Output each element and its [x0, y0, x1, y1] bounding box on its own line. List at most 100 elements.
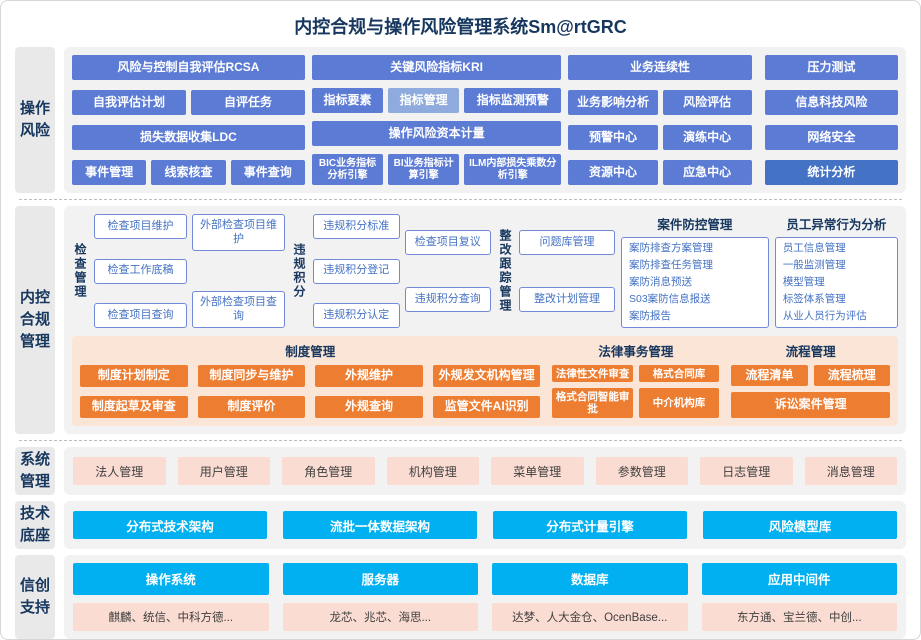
vendor-list: 东方通、宝兰德、中创... — [701, 602, 897, 631]
feature-item: 案防排查方案管理 — [629, 242, 713, 254]
module-block: 法律性文件审查 — [552, 365, 633, 383]
xinchuang-support-section: 信创支持 操作系统 服务器 数据库 应用中间件 麒麟、统信、中科方德... 龙芯… — [15, 555, 906, 639]
inspection-col-1: 检查项目维护 检查工作底稿 检查项目查询 — [94, 214, 187, 328]
feature-item: 模型管理 — [782, 276, 825, 289]
module-block: 指标要素 — [311, 88, 384, 113]
section-label-text: 系统管理 — [19, 451, 50, 490]
internal-control-panel: 检查管理 检查项目维护 检查工作底稿 检查项目查询 外部检查项目维护 外部检查项… — [64, 206, 906, 434]
module-block: 预警中心 — [568, 125, 658, 150]
module-block: 中介机构库 — [638, 388, 720, 418]
module-block: BI业务指标计算引擎 — [388, 154, 460, 185]
category-header: 操作系统 — [73, 563, 269, 595]
operational-risk-panel: 风险与控制自我评估RCSA 自我评估计划 自评任务 损失数据收集LDC 事件管理… — [64, 47, 906, 193]
module-block: 日志管理 — [700, 457, 793, 485]
section-label-xinchuang-support: 信创支持 — [15, 555, 55, 639]
category-header: 服务器 — [282, 563, 478, 595]
case-prevention-listbox: 案防排查方案管理 案防排查任务管理 案防消息预送 S03案防信息报送 案防报告 — [621, 237, 769, 328]
module-block: 统计分析 — [764, 160, 898, 185]
legal-buttons-grid: 法律性文件审查 格式合同库 格式合同智能审批 中介机构库 — [552, 365, 720, 418]
module-block: 外规维护 — [315, 365, 423, 387]
module-block: 监管文件AI识别 — [432, 396, 541, 418]
vendor-list: 龙芯、兆芯、海思... — [282, 602, 478, 631]
compliance-modules-row: 检查管理 检查项目维护 检查工作底稿 检查项目查询 外部检查项目维护 外部检查项… — [72, 214, 898, 328]
module-block: 参数管理 — [595, 457, 688, 485]
section-label-tech-base: 技术底座 — [15, 501, 55, 549]
feature-item: S03案防信息报送 — [629, 293, 711, 306]
process-management-group: 流程管理 流程清单 流程梳理 诉讼案件管理 — [731, 341, 890, 418]
module-block: 应急中心 — [662, 160, 752, 185]
module-block: 流批一体数据架构 — [283, 511, 477, 539]
vendor-list: 达梦、人大金仓、OcenBase... — [492, 602, 688, 631]
module-block: 信息科技风险 — [764, 90, 898, 115]
feature-chip: 问题库管理 — [519, 230, 615, 255]
module-block: 关键风险指标KRI — [311, 55, 562, 80]
module-block: 制度评价 — [197, 396, 306, 418]
tech-base-section: 技术底座 分布式技术架构 流批一体数据架构 分布式计量引擎 风险模型库 — [15, 501, 906, 549]
module-block: 用户管理 — [177, 457, 270, 485]
dashed-divider — [19, 199, 902, 200]
internal-control-section: 内控合规管理 检查管理 检查项目维护 检查工作底稿 检查项目查询 外部检查项目维… — [15, 206, 906, 434]
module-block: 事件查询 — [230, 160, 305, 185]
rectification-group: 整改跟踪管理 问题库管理 整改计划管理 — [497, 214, 615, 328]
feature-chip: 检查工作底稿 — [94, 258, 187, 284]
module-block: 损失数据收集LDC — [72, 125, 305, 150]
business-continuity-group: 业务连续性 业务影响分析 风险评估 预警中心 演练中心 资源中心 应急中心 — [568, 55, 752, 185]
module-block: 分布式技术架构 — [73, 511, 267, 539]
feature-item: 一般监测管理 — [782, 259, 846, 272]
violation-score-group: 违规积分 违规积分标准 违规积分登记 违规积分认定 检查项目复议 违规积分查询 — [291, 214, 491, 328]
stress-test-group: 压力测试 信息科技风险 网络安全 统计分析 — [764, 55, 898, 185]
system-management-panel: 法人管理 用户管理 角色管理 机构管理 菜单管理 参数管理 日志管理 消息管理 — [64, 447, 906, 495]
module-block: 格式合同智能审批 — [552, 388, 633, 418]
feature-item: 员工信息管理 — [782, 242, 846, 254]
module-block: 菜单管理 — [491, 457, 584, 485]
group-title-case-prevention: 案件防控管理 — [657, 218, 733, 232]
module-block: 业务影响分析 — [568, 90, 658, 115]
feature-item: 案防排查任务管理 — [629, 259, 713, 272]
feature-chip: 外部检查项目维护 — [192, 214, 285, 251]
feature-chip: 违规积分认定 — [313, 303, 400, 328]
module-block: 线索核查 — [151, 160, 226, 185]
feature-chip: 违规积分标准 — [313, 214, 400, 239]
module-block: 资源中心 — [568, 160, 658, 185]
group-title-process-management: 流程管理 — [785, 345, 836, 359]
feature-chip: 违规积分登记 — [313, 258, 400, 284]
module-block: 分布式计量引擎 — [493, 511, 687, 539]
feature-item: 案防报告 — [629, 310, 671, 323]
section-label-operational-risk: 操作风险 — [15, 47, 55, 193]
module-block: 操作风险资本计量 — [311, 121, 562, 146]
process-buttons: 流程清单 流程梳理 诉讼案件管理 — [731, 365, 890, 418]
inspection-group: 检查管理 检查项目维护 检查工作底稿 检查项目查询 外部检查项目维护 外部检查项… — [72, 214, 285, 328]
module-block: 格式合同库 — [638, 365, 720, 383]
diagram-title: 内控合规与操作风险管理系统Sm@rtGRC — [294, 17, 627, 37]
module-block: 指标监测预警 — [464, 88, 562, 113]
feature-item: 案防消息预送 — [629, 276, 692, 289]
module-block: 角色管理 — [282, 457, 375, 485]
group-title-inspection: 检查管理 — [73, 243, 87, 299]
module-block: 风险评估 — [662, 90, 752, 115]
dashed-divider — [19, 440, 902, 441]
module-block: 制度同步与维护 — [197, 365, 306, 387]
feature-item: 从业人员行为评估 — [782, 310, 867, 323]
module-block: 网络安全 — [764, 125, 898, 150]
module-block: 压力测试 — [764, 55, 898, 80]
module-block: 风险与控制自我评估RCSA — [72, 55, 305, 80]
module-block: 风险模型库 — [703, 511, 897, 539]
group-title-violation-score: 违规积分 — [292, 243, 306, 299]
module-block: 外规查询 — [315, 396, 423, 418]
module-block: 自我评估计划 — [72, 90, 186, 115]
policy-buttons-grid: 制度计划制定 制度同步与维护 外规维护 外规发文机构管理 制度起草及审查 制度评… — [80, 365, 541, 418]
section-label-text: 内控合规管理 — [19, 289, 50, 350]
module-block: 流程梳理 — [813, 365, 890, 387]
section-label-text: 技术底座 — [19, 505, 50, 544]
operational-risk-section: 操作风险 风险与控制自我评估RCSA 自我评估计划 自评任务 损失数据收集LDC… — [15, 47, 906, 193]
module-block: 消息管理 — [804, 457, 897, 485]
module-block: 制度计划制定 — [80, 365, 188, 387]
module-block: 机构管理 — [386, 457, 479, 485]
category-header: 应用中间件 — [701, 563, 897, 595]
feature-item: 标签体系管理 — [782, 293, 846, 306]
rectification-col: 问题库管理 整改计划管理 — [519, 214, 615, 328]
module-block: ILM内部损失乘数分析引擎 — [464, 154, 562, 185]
xinchuang-support-panel: 操作系统 服务器 数据库 应用中间件 麒麟、统信、中科方德... 龙芯、兆芯、海… — [64, 555, 906, 639]
violation-col-2: 检查项目复议 违规积分查询 — [404, 214, 491, 328]
